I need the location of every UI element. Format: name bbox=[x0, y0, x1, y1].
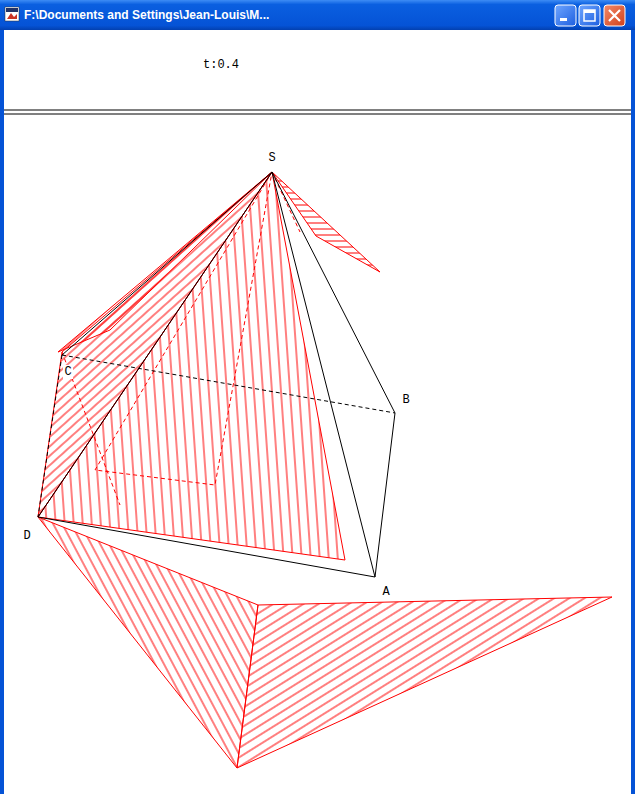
app-icon bbox=[5, 7, 19, 21]
maximize-button bbox=[579, 5, 600, 26]
vertex-label: D bbox=[22, 529, 31, 543]
vertex-label: A bbox=[381, 585, 390, 599]
window-title: F:\Documents and Settings\Jean-Louis\M..… bbox=[24, 8, 269, 22]
vertex-label: B bbox=[401, 393, 410, 407]
parameter-readout: t:0.4 bbox=[203, 58, 239, 72]
panel-separator bbox=[4, 110, 631, 111]
minimize-button bbox=[555, 5, 576, 26]
vertex-label: S bbox=[267, 151, 276, 165]
panel-separator bbox=[4, 114, 631, 115]
vertex-label: C bbox=[63, 365, 72, 379]
close-button bbox=[604, 5, 625, 26]
unfolded-faces bbox=[38, 172, 612, 768]
pyramid-edges bbox=[38, 172, 395, 577]
